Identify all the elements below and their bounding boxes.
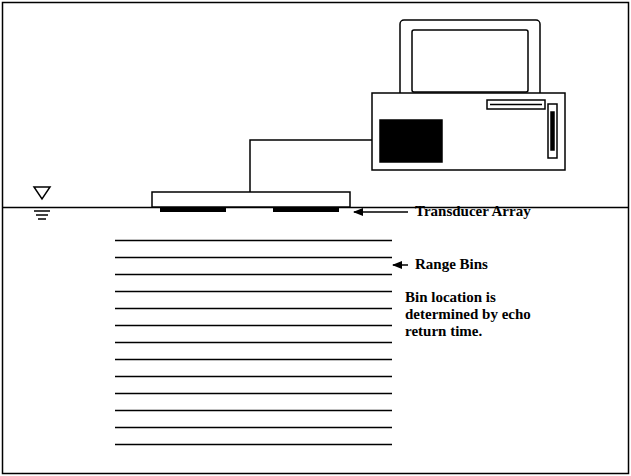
range-bin-line [115,342,392,344]
range-bin-line [115,274,392,276]
computer [372,20,565,170]
range-bin-line [115,410,392,412]
transducer-array [152,192,350,207]
leader-arrow [354,211,408,213]
range-bin-line [115,444,392,446]
range-bin-line [115,257,392,259]
water-level-symbol [34,187,50,219]
frame [3,3,629,474]
range-bin-line [115,393,392,395]
note-text: Bin location is determined by echo retur… [405,289,555,340]
range-bin-line [115,291,392,293]
range-bin-line [115,325,392,327]
transducer-element [160,207,226,212]
cable [250,140,372,192]
range-bin-line [115,359,392,361]
callout-label: Range Bins [415,256,615,273]
range-bins [115,241,392,445]
leader-arrow [393,264,408,266]
range-bin-line [115,427,392,429]
range-bin-line [115,376,392,378]
range-bin-line [115,308,392,310]
range-bin-line [115,240,392,242]
callout-label: Transducer Array [415,203,615,220]
transducer-element [273,207,339,212]
